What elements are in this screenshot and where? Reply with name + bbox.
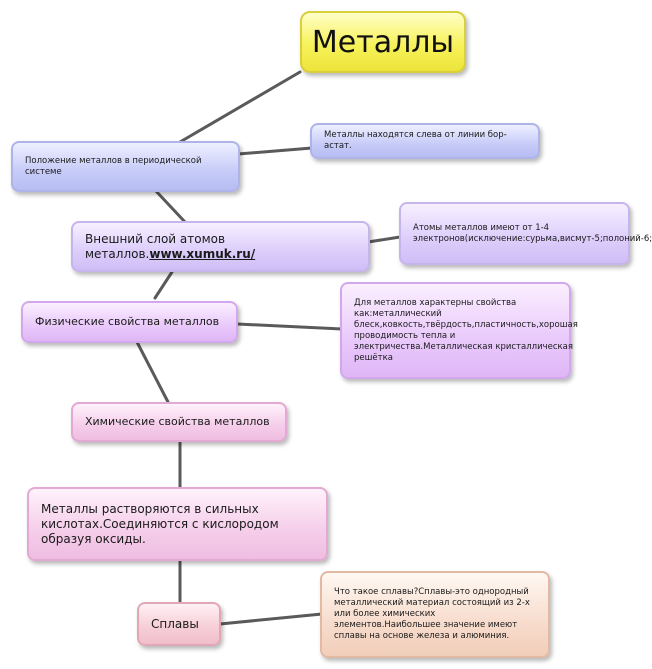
- node-outer-layer-label: Внешний слой атомов металлов.: [85, 231, 226, 261]
- connector-position-outer: [153, 188, 187, 224]
- connector-outer-electrons: [366, 235, 402, 244]
- connector-alloys-note: [218, 612, 324, 626]
- connector-physical-chemical: [135, 340, 170, 404]
- connector-title-position: [178, 70, 302, 144]
- node-chemical-note[interactable]: Металлы растворяются в сильных кислотах.…: [27, 487, 328, 561]
- node-chemical-text: Химические свойства металлов: [85, 415, 270, 428]
- node-alloys-text: Сплавы: [151, 616, 199, 631]
- xumuk-link[interactable]: www.xumuk.ru/: [149, 246, 256, 261]
- node-position-note[interactable]: Металлы находятся слева от линии бор-аст…: [310, 123, 540, 159]
- node-alloys-note[interactable]: Что такое сплавы?Сплавы-это однородный м…: [320, 571, 550, 658]
- node-electrons-note-text: Атомы металлов имеют от 1-4 электронов(и…: [413, 222, 652, 244]
- node-physical[interactable]: Физические свойства металлов: [21, 301, 238, 343]
- node-outer-layer[interactable]: Внешний слой атомов металлов.www.xumuk.r…: [71, 221, 370, 272]
- node-alloys[interactable]: Сплавы: [137, 602, 221, 646]
- node-chemical[interactable]: Химические свойства металлов: [71, 402, 287, 442]
- node-position-note-text: Металлы находятся слева от линии бор-аст…: [324, 130, 507, 151]
- title-node[interactable]: Металлы: [300, 11, 466, 73]
- node-alloys-note-text: Что такое сплавы?Сплавы-это однородный м…: [334, 587, 530, 641]
- connector-outer-physical: [153, 270, 174, 300]
- node-electrons-note[interactable]: Атомы металлов имеют от 1-4 электронов(и…: [399, 202, 652, 265]
- node-physical-text: Физические свойства металлов: [35, 315, 220, 328]
- node-position-text: Положение металлов в периодической систе…: [25, 155, 202, 177]
- connector-position-note: [236, 146, 314, 156]
- node-chemical-note-text: Металлы растворяются в сильных кислотах.…: [41, 501, 279, 546]
- node-outer-layer-text: Внешний слой атомов металлов.www.xumuk.r…: [85, 232, 356, 262]
- node-physical-note-text: Для металлов характерны свойства как:мет…: [354, 297, 578, 363]
- node-physical-note[interactable]: Для металлов характерны свойства как:мет…: [340, 282, 578, 379]
- connector-physical-note: [235, 322, 344, 331]
- node-position[interactable]: Положение металлов в периодической систе…: [11, 141, 240, 192]
- title-text: Металлы: [311, 24, 455, 60]
